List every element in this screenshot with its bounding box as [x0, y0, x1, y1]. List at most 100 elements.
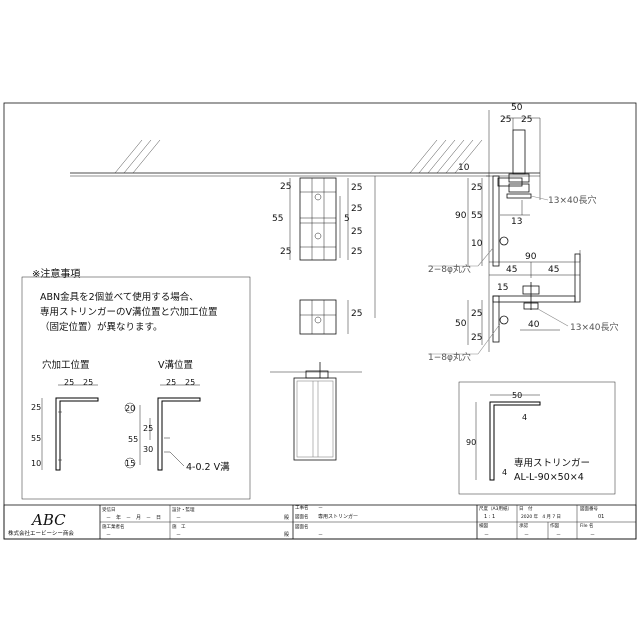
side-top-dim-v3: 25 [471, 183, 482, 193]
side-top-dim-b: 25 [521, 115, 532, 125]
company-logo: ABC [30, 511, 66, 529]
stringer-label: 専用ストリンガー [514, 457, 590, 469]
right-dim-w1: 25 [166, 378, 176, 387]
left-dim-h3: 10 [31, 459, 41, 468]
plan-dim-right-5: 25 [351, 247, 362, 257]
stringer-profile [475, 394, 541, 481]
tb-pattern-label: 図面名 [295, 523, 309, 530]
vgroove-position-detail [124, 384, 201, 471]
side-top-dim-a: 25 [500, 115, 511, 125]
plan-dim-right-2: 25 [351, 204, 362, 214]
tb-builder-value: － [176, 532, 181, 538]
tb-draw-value: － [556, 532, 561, 538]
notes-right-label: V溝位置 [158, 359, 193, 371]
left-dim-w2: 25 [83, 378, 93, 387]
title-block [3, 504, 637, 540]
tb-scale-label: 尺度（A3用紙） [479, 505, 512, 512]
side-lower-dim-f: 40 [528, 320, 540, 330]
side-lower-dim-a: 45 [506, 265, 517, 275]
plan-view [289, 177, 349, 335]
notes-line-2: 専用ストリンガーのV溝位置と穴加工位置 [40, 306, 218, 318]
side-lower-dim-w: 90 [525, 252, 537, 262]
tb-draw-label: 作図 [550, 522, 559, 529]
left-dim-h1: 25 [31, 403, 41, 412]
right-dim-v3: 30 [143, 445, 153, 454]
side-lower-dim-g: 25 [471, 333, 482, 343]
side-view-lower-bracket [467, 250, 581, 345]
tb-builder-label: 施 工 [172, 523, 186, 530]
vgroove-label: 4-0.2 V溝 [186, 461, 230, 473]
hole-position-detail [41, 384, 99, 471]
tb-check-value: － [484, 532, 489, 538]
callout-hole-upper: 2−8φ丸穴 [428, 263, 471, 275]
side-top-dim-w: 50 [511, 103, 523, 113]
company-name: 株式会社エービーシー商会 [8, 529, 74, 537]
tb-approve-label: 承認 [519, 522, 528, 529]
stringer-dim-top: 50 [512, 391, 522, 400]
tb-design-value: － [176, 515, 181, 521]
ceiling [70, 139, 540, 318]
tb-number-value: 01 [598, 514, 604, 520]
right-dim-c2: 15 [125, 459, 135, 468]
tb-drawing-label: 図面名 [295, 513, 309, 520]
notes-line-3: （固定位置）が異なります。 [40, 321, 163, 333]
right-dim-v1: 55 [128, 435, 138, 444]
left-dim-h2: 55 [31, 434, 41, 443]
callout-slot-lower: 13×40長穴 [570, 321, 618, 333]
tb-design-label: 設計・監理 [172, 506, 195, 513]
tb-contractor-label: 施工業者名 [102, 523, 125, 530]
tb-file-label: File 名 [580, 522, 593, 529]
tb-project-label: 工事名 [295, 504, 309, 511]
plan-dim-left-2: 55 [272, 214, 283, 224]
stringer-dim-t1: 4 [522, 413, 527, 422]
plan-dim-left-3: 25 [280, 247, 291, 257]
tb-order-date-value: － 年 － 月 － 日 [106, 514, 161, 521]
plan-dim-right-3: 5 [344, 214, 350, 224]
side-top-dim-v4: 10 [471, 239, 483, 249]
stringer-spec: AL-L-90×50×4 [514, 472, 584, 483]
tb-drawing-value: 専用ストリンガー [318, 513, 358, 520]
notes-line-1: ABN金具を2個並べて使用する場合、 [40, 291, 199, 303]
side-top-dim-h: 10 [458, 163, 470, 173]
stringer-dim-t2: 4 [502, 468, 507, 477]
right-dim-w2: 25 [185, 378, 195, 387]
notes-box [21, 276, 251, 500]
side-top-dim-v1: 90 [455, 211, 467, 221]
side-view-bracket [467, 110, 541, 352]
side-top-dim-v2: 55 [471, 211, 482, 221]
notes-left-label: 穴加工位置 [42, 359, 90, 371]
tb-pattern-value: － [318, 532, 323, 538]
left-dim-w1: 25 [64, 378, 74, 387]
side-lower-dim-e: 25 [471, 309, 482, 319]
right-dim-c1: 20 [125, 404, 135, 413]
stringer-dim-side: 90 [466, 438, 476, 447]
side-lower-dim-d: 50 [455, 319, 467, 329]
callout-slot-top: 13×40長穴 [548, 194, 596, 206]
tb-design-suffix: 殿 [284, 515, 289, 521]
right-dim-v2: 25 [143, 424, 153, 433]
tb-date-label: 日 付 [519, 505, 533, 512]
side-top-dim-m: 13 [511, 217, 522, 227]
tb-number-label: 図面番号 [580, 505, 598, 512]
tb-check-label: 検図 [479, 522, 488, 529]
plan-dim-right-6: 25 [351, 309, 362, 319]
side-lower-dim-b: 45 [548, 265, 559, 275]
tb-approve-value: － [524, 532, 529, 538]
plan-dim-right-4: 25 [351, 227, 362, 237]
tb-contractor-value: － [106, 532, 111, 538]
plan-dim-right-1: 25 [351, 183, 362, 193]
tb-project-value: － [318, 505, 323, 511]
tb-order-date-label: 受信日 [102, 506, 116, 513]
callout-leaders [428, 195, 569, 355]
notes-heading: ※注意事項 [32, 267, 80, 280]
section-view [270, 362, 362, 461]
tb-scale-value: 1 : 1 [484, 514, 495, 520]
tb-builder-suffix: 殿 [284, 532, 289, 538]
tb-file-value: － [590, 532, 595, 538]
plan-dim-left-1: 25 [280, 182, 291, 192]
side-lower-dim-c: 15 [497, 283, 508, 293]
stringer-box [458, 381, 616, 495]
tb-date-value: 2020 年 4 月 7 日 [521, 513, 561, 520]
